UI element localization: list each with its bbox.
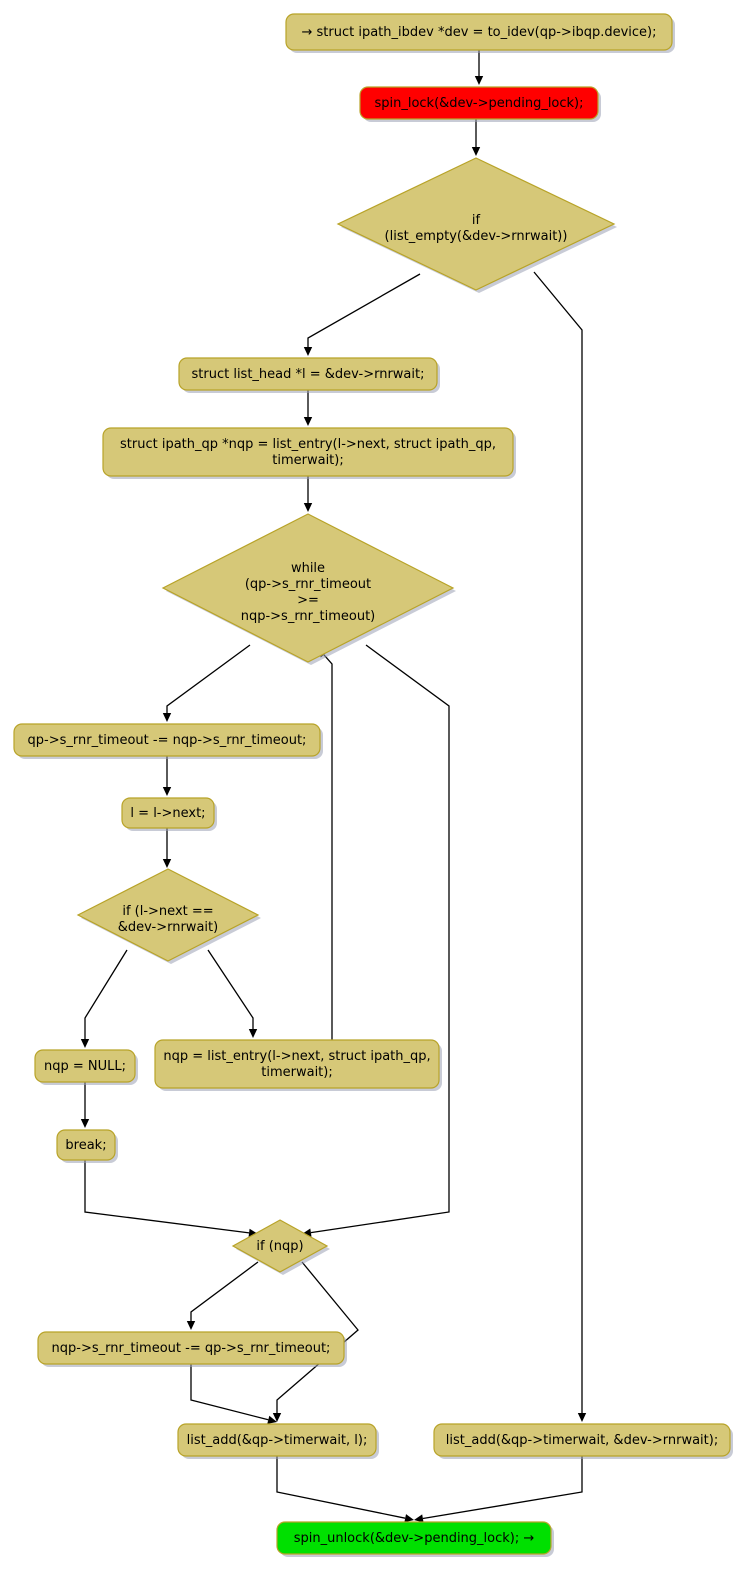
edge-n1-to-n2 xyxy=(474,50,484,85)
edge-n9-to-n10 xyxy=(80,949,128,1048)
node-n9-decision[interactable]: if (l->next ==&dev->rnrwait) xyxy=(76,868,261,964)
node-label: while(qp->s_rnr_timeout>=nqp->s_rnr_time… xyxy=(241,561,376,624)
node-label: list_add(&qp->timerwait, &dev->rnrwait); xyxy=(446,1433,718,1448)
arrowhead xyxy=(414,1514,424,1523)
arrowhead xyxy=(80,1039,90,1048)
process-shape xyxy=(433,1423,731,1457)
edge-n7-to-n8 xyxy=(162,756,172,796)
edge-n3-to-n16 xyxy=(533,271,587,1422)
node-n1-process[interactable]: → struct ipath_ibdev *dev = to_idev(qp->… xyxy=(285,13,675,53)
arrowhead xyxy=(577,1413,587,1422)
edge-n14-to-n15 xyxy=(190,1364,277,1424)
edge-n4-to-n5 xyxy=(303,390,313,426)
node-label: nqp = NULL; xyxy=(44,1059,126,1074)
edge-n10-to-n12 xyxy=(80,1082,90,1128)
arrowhead xyxy=(248,1228,258,1238)
node-label: struct ipath_qp *nqp = list_entry(l->nex… xyxy=(120,437,496,468)
edge-n6-to-n13 xyxy=(302,644,450,1237)
process-shape xyxy=(285,13,673,51)
arrowhead xyxy=(302,1228,312,1237)
node-label: spin_lock(&dev->pending_lock); xyxy=(374,96,583,111)
node-n6-decision[interactable]: while(qp->s_rnr_timeout>=nqp->s_rnr_time… xyxy=(161,513,456,665)
edge-n15-to-n17 xyxy=(276,1456,414,1523)
node-n11-process[interactable]: nqp = list_entry(l->next, struct ipath_q… xyxy=(154,1039,442,1091)
decision-shape xyxy=(76,868,260,962)
arrowhead xyxy=(272,1413,282,1422)
process-shape xyxy=(13,723,321,757)
node-label: list_add(&qp->timerwait, l); xyxy=(187,1433,368,1448)
node-label: → struct ipath_ibdev *dev = to_idev(qp->… xyxy=(302,25,657,40)
process-shape xyxy=(56,1129,116,1161)
node-n2-process[interactable]: spin_lock(&dev->pending_lock); xyxy=(359,86,601,122)
node-label: if (nqp) xyxy=(256,1239,303,1254)
arrowhead xyxy=(303,347,313,356)
edge-n13-to-n14 xyxy=(186,1261,259,1330)
arrowhead xyxy=(303,503,313,512)
node-label: nqp->s_rnr_timeout -= qp->s_rnr_timeout; xyxy=(52,1341,331,1356)
decision-shape xyxy=(231,1219,329,1273)
edge-n9-to-n11 xyxy=(207,949,258,1038)
edge-n2-to-n3 xyxy=(471,119,481,156)
node-label: l = l->next; xyxy=(130,806,205,821)
process-shape xyxy=(177,1423,377,1457)
node-n5-process[interactable]: struct ipath_qp *nqp = list_entry(l->nex… xyxy=(102,427,516,479)
node-n12-process[interactable]: break; xyxy=(56,1129,118,1163)
arrowhead xyxy=(474,76,484,85)
process-shape xyxy=(102,427,514,477)
node-label: if(list_empty(&dev->rnrwait)) xyxy=(385,213,568,244)
node-n3-decision[interactable]: if(list_empty(&dev->rnrwait)) xyxy=(336,157,617,293)
decision-shape xyxy=(161,513,455,663)
process-shape xyxy=(276,1521,552,1555)
arrowhead xyxy=(162,713,172,722)
node-label: spin_unlock(&dev->pending_lock); → xyxy=(294,1531,535,1546)
process-shape xyxy=(34,1049,136,1083)
edge-layer xyxy=(80,50,587,1523)
decision-shape xyxy=(336,157,616,291)
arrowhead xyxy=(248,1029,258,1038)
node-n13-decision[interactable]: if (nqp) xyxy=(231,1219,330,1275)
edge-n16-to-n17 xyxy=(414,1456,583,1523)
edge-n11-to-n6 xyxy=(318,648,333,1088)
edge-n12-to-n13 xyxy=(84,1160,258,1238)
process-shape xyxy=(121,797,215,829)
arrowhead xyxy=(404,1514,414,1523)
node-n4-process[interactable]: struct list_head *l = &dev->rnrwait; xyxy=(178,357,440,393)
node-layer: → struct ipath_ibdev *dev = to_idev(qp->… xyxy=(13,13,733,1557)
node-label: break; xyxy=(65,1138,106,1153)
arrowhead xyxy=(471,147,481,156)
process-shape xyxy=(178,357,438,391)
node-label: qp->s_rnr_timeout -= nqp->s_rnr_timeout; xyxy=(28,733,307,748)
process-shape xyxy=(359,86,599,120)
node-n15-process[interactable]: list_add(&qp->timerwait, l); xyxy=(177,1423,379,1459)
arrowhead xyxy=(186,1321,196,1330)
edge-n6-to-n7 xyxy=(162,644,251,722)
process-shape xyxy=(37,1331,345,1365)
node-label: nqp = list_entry(l->next, struct ipath_q… xyxy=(163,1049,430,1080)
node-label: struct list_head *l = &dev->rnrwait; xyxy=(192,367,425,382)
edge-n3-to-n4 xyxy=(303,273,421,356)
arrowhead xyxy=(80,1119,90,1128)
arrowhead xyxy=(162,787,172,796)
node-label: if (l->next ==&dev->rnrwait) xyxy=(118,904,218,935)
arrowhead xyxy=(303,417,313,426)
arrowhead xyxy=(162,859,172,868)
edge-n8-to-n9 xyxy=(162,828,172,868)
node-n17-process[interactable]: spin_unlock(&dev->pending_lock); → xyxy=(276,1521,554,1557)
arrowhead xyxy=(267,1415,277,1424)
edge-n5-to-n6 xyxy=(303,476,313,512)
process-shape xyxy=(154,1039,440,1089)
node-n14-process[interactable]: nqp->s_rnr_timeout -= qp->s_rnr_timeout; xyxy=(37,1331,347,1367)
node-n8-process[interactable]: l = l->next; xyxy=(121,797,217,831)
node-n7-process[interactable]: qp->s_rnr_timeout -= nqp->s_rnr_timeout; xyxy=(13,723,323,759)
node-n10-process[interactable]: nqp = NULL; xyxy=(34,1049,138,1085)
node-n16-process[interactable]: list_add(&qp->timerwait, &dev->rnrwait); xyxy=(433,1423,733,1459)
